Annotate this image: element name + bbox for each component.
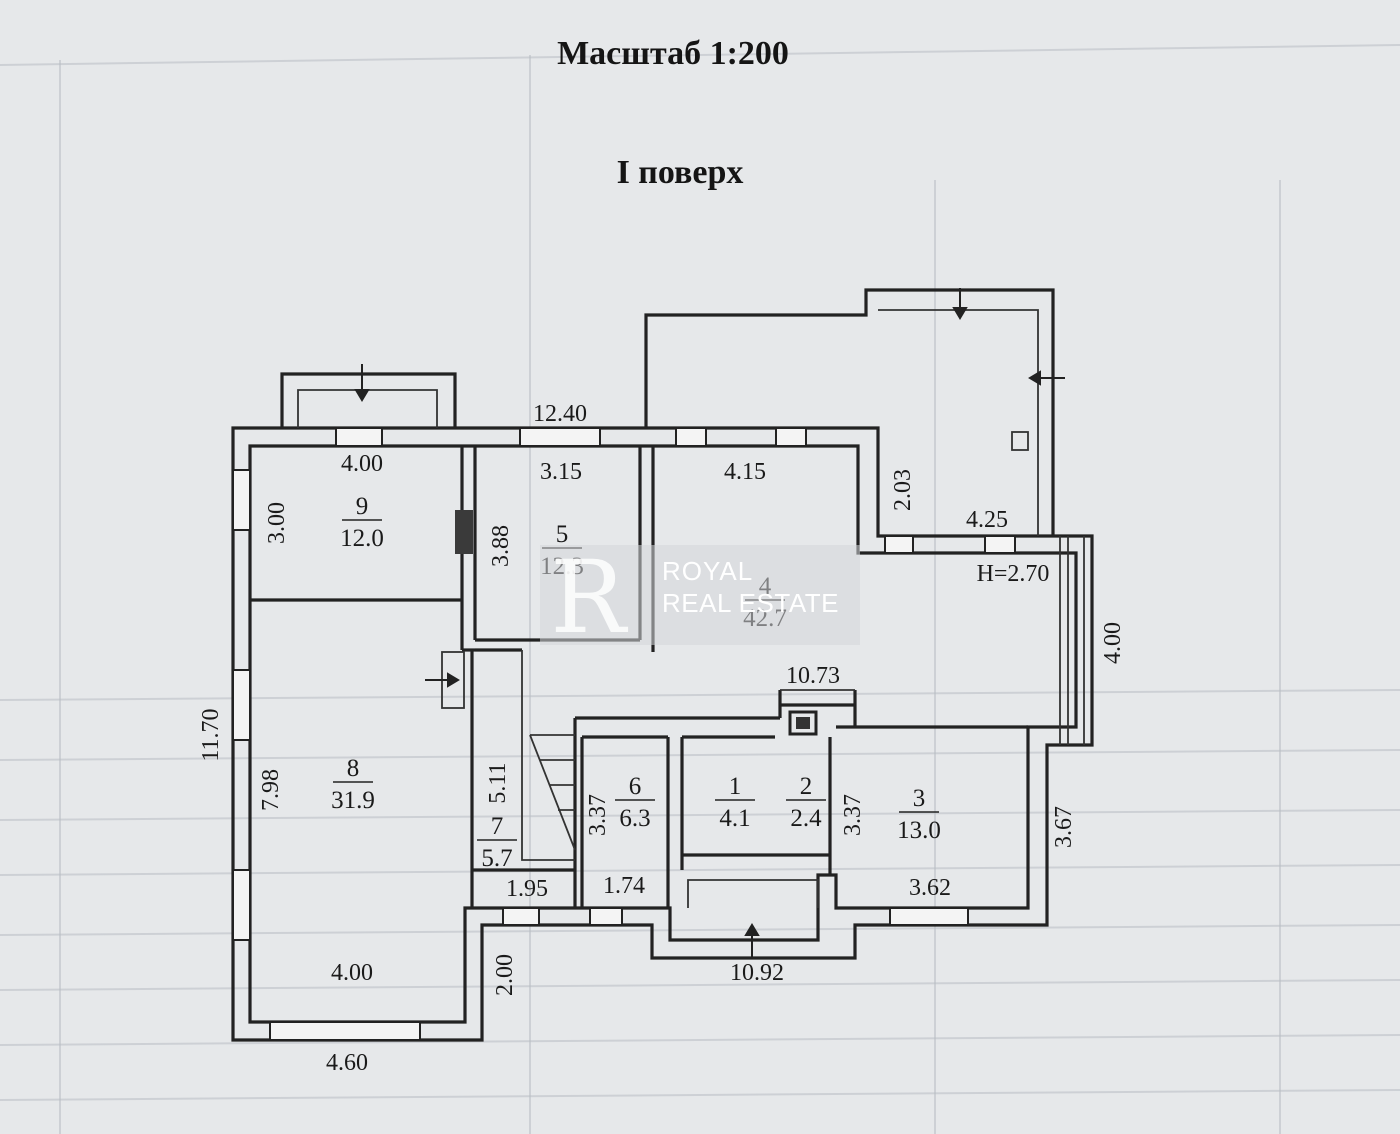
dim-stair-width: 1.95 (506, 876, 548, 902)
room-6-area: 6.3 (619, 805, 650, 832)
dim-room6-height: 3.37 (585, 794, 611, 836)
dim-middle-total: 10.73 (786, 663, 840, 689)
room-7-area: 5.7 (481, 845, 512, 872)
watermark: R ROYAL REAL ESTATE (540, 539, 860, 656)
dim-bottom-left: 4.60 (326, 1050, 368, 1076)
dim-room9-height: 3.00 (264, 502, 290, 544)
room-8-number: 8 (347, 755, 360, 782)
room-2-area: 2.4 (790, 805, 822, 832)
room-1-area: 4.1 (719, 805, 750, 832)
room-6-number: 6 (629, 773, 642, 800)
room-9-number: 9 (356, 493, 369, 520)
dim-room8-width: 4.00 (331, 960, 373, 986)
room-7-number: 7 (491, 813, 504, 840)
room-1-number: 1 (729, 773, 742, 800)
room-3-number: 3 (913, 785, 926, 812)
dim-room8-height: 7.98 (258, 769, 284, 811)
dim-room9-width: 4.00 (341, 451, 383, 477)
dim-room5-width: 3.15 (540, 459, 582, 485)
dim-room5-height: 3.88 (488, 525, 514, 567)
dim-stair-height: 5.11 (485, 762, 511, 803)
room-9-area: 12.0 (340, 525, 384, 552)
dim-wing-width: 4.25 (966, 507, 1008, 533)
dim-porch-depth: 2.00 (492, 954, 518, 996)
dim-top-total: 12.40 (533, 401, 587, 427)
windows (232, 427, 1016, 1041)
dim-wing-height: 4.00 (1100, 622, 1126, 664)
dimension-labels: 12.40 4.00 3.00 3.15 3.88 4.15 2.03 4.25… (198, 401, 1126, 1076)
dim-room4-step: 2.03 (890, 469, 916, 511)
dim-room4-width: 4.15 (724, 459, 766, 485)
dim-left-total: 11.70 (198, 708, 224, 761)
watermark-line2: REAL ESTATE (662, 588, 839, 618)
room-2-number: 2 (800, 773, 813, 800)
dim-room6-width: 1.74 (603, 873, 645, 899)
dim-room3-height: 3.37 (840, 794, 866, 836)
room-8-area: 31.9 (331, 787, 375, 814)
dim-bottom-total: 10.92 (730, 960, 784, 986)
scale-title: Масштаб 1:200 (557, 35, 789, 72)
watermark-line1: ROYAL (662, 556, 753, 586)
watermark-logo-letter: R (550, 539, 628, 656)
entrance-arrows (354, 288, 1065, 958)
dim-room3-width: 3.62 (909, 875, 951, 901)
dim-right-lower: 3.67 (1051, 806, 1077, 848)
floor-title: I поверх (617, 154, 744, 191)
room-3-area: 13.0 (897, 817, 941, 844)
ceiling-height: H=2.70 (977, 561, 1050, 587)
room-5-number: 5 (556, 521, 569, 548)
